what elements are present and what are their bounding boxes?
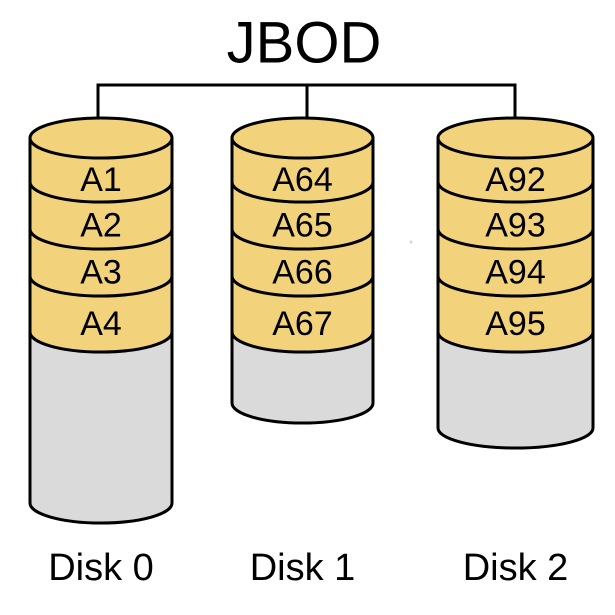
artifacts-group: [409, 240, 413, 244]
platter-divider-arc: [436, 181, 595, 204]
disk-free-region: [438, 332, 593, 448]
disk-name-label: Disk 0: [48, 547, 154, 589]
disk-block-label: A64: [272, 161, 333, 199]
disk-block-label: A66: [272, 254, 333, 292]
platter-divider-arc: [230, 331, 375, 354]
platter-divider-arc: [28, 275, 174, 298]
disk-block-label: A2: [80, 207, 122, 245]
diagram-title: JBOD: [227, 11, 382, 76]
disk-block-label: A1: [80, 161, 122, 199]
disk-top-ellipse: [436, 116, 595, 160]
disk-block-label: A95: [485, 305, 546, 343]
platter-divider-arc: [230, 228, 375, 251]
platter-divider-arc: [436, 275, 595, 298]
disk-name-label: Disk 2: [463, 547, 569, 589]
disk-block-label: A4: [80, 305, 122, 343]
platter-divider-arc: [28, 181, 174, 204]
disk-outline: [230, 138, 375, 425]
platter-divider-arc: [28, 228, 174, 251]
disk-block-label: A67: [272, 305, 333, 343]
platter-divider-arc: [230, 181, 375, 204]
disk-block-label: A93: [485, 207, 546, 245]
disk-top-ellipse: [28, 116, 174, 160]
disk-block-label: A92: [485, 161, 546, 199]
disk-outline: [28, 138, 174, 525]
disk-free-region: [30, 332, 172, 523]
platter-divider-arc: [436, 331, 595, 354]
disk-block-label: A65: [272, 207, 333, 245]
platter-divider-arc: [436, 228, 595, 251]
disk-name-label: Disk 1: [250, 547, 356, 589]
disk-block-label: A3: [80, 254, 122, 292]
disk-top-ellipse: [230, 116, 375, 160]
disk-outline: [436, 138, 595, 450]
platter-divider-arc: [28, 331, 174, 354]
speck-artifact: [409, 240, 413, 244]
disk-block-label: A94: [485, 254, 546, 292]
disk-free-region: [232, 332, 373, 423]
platter-divider-arc: [230, 275, 375, 298]
